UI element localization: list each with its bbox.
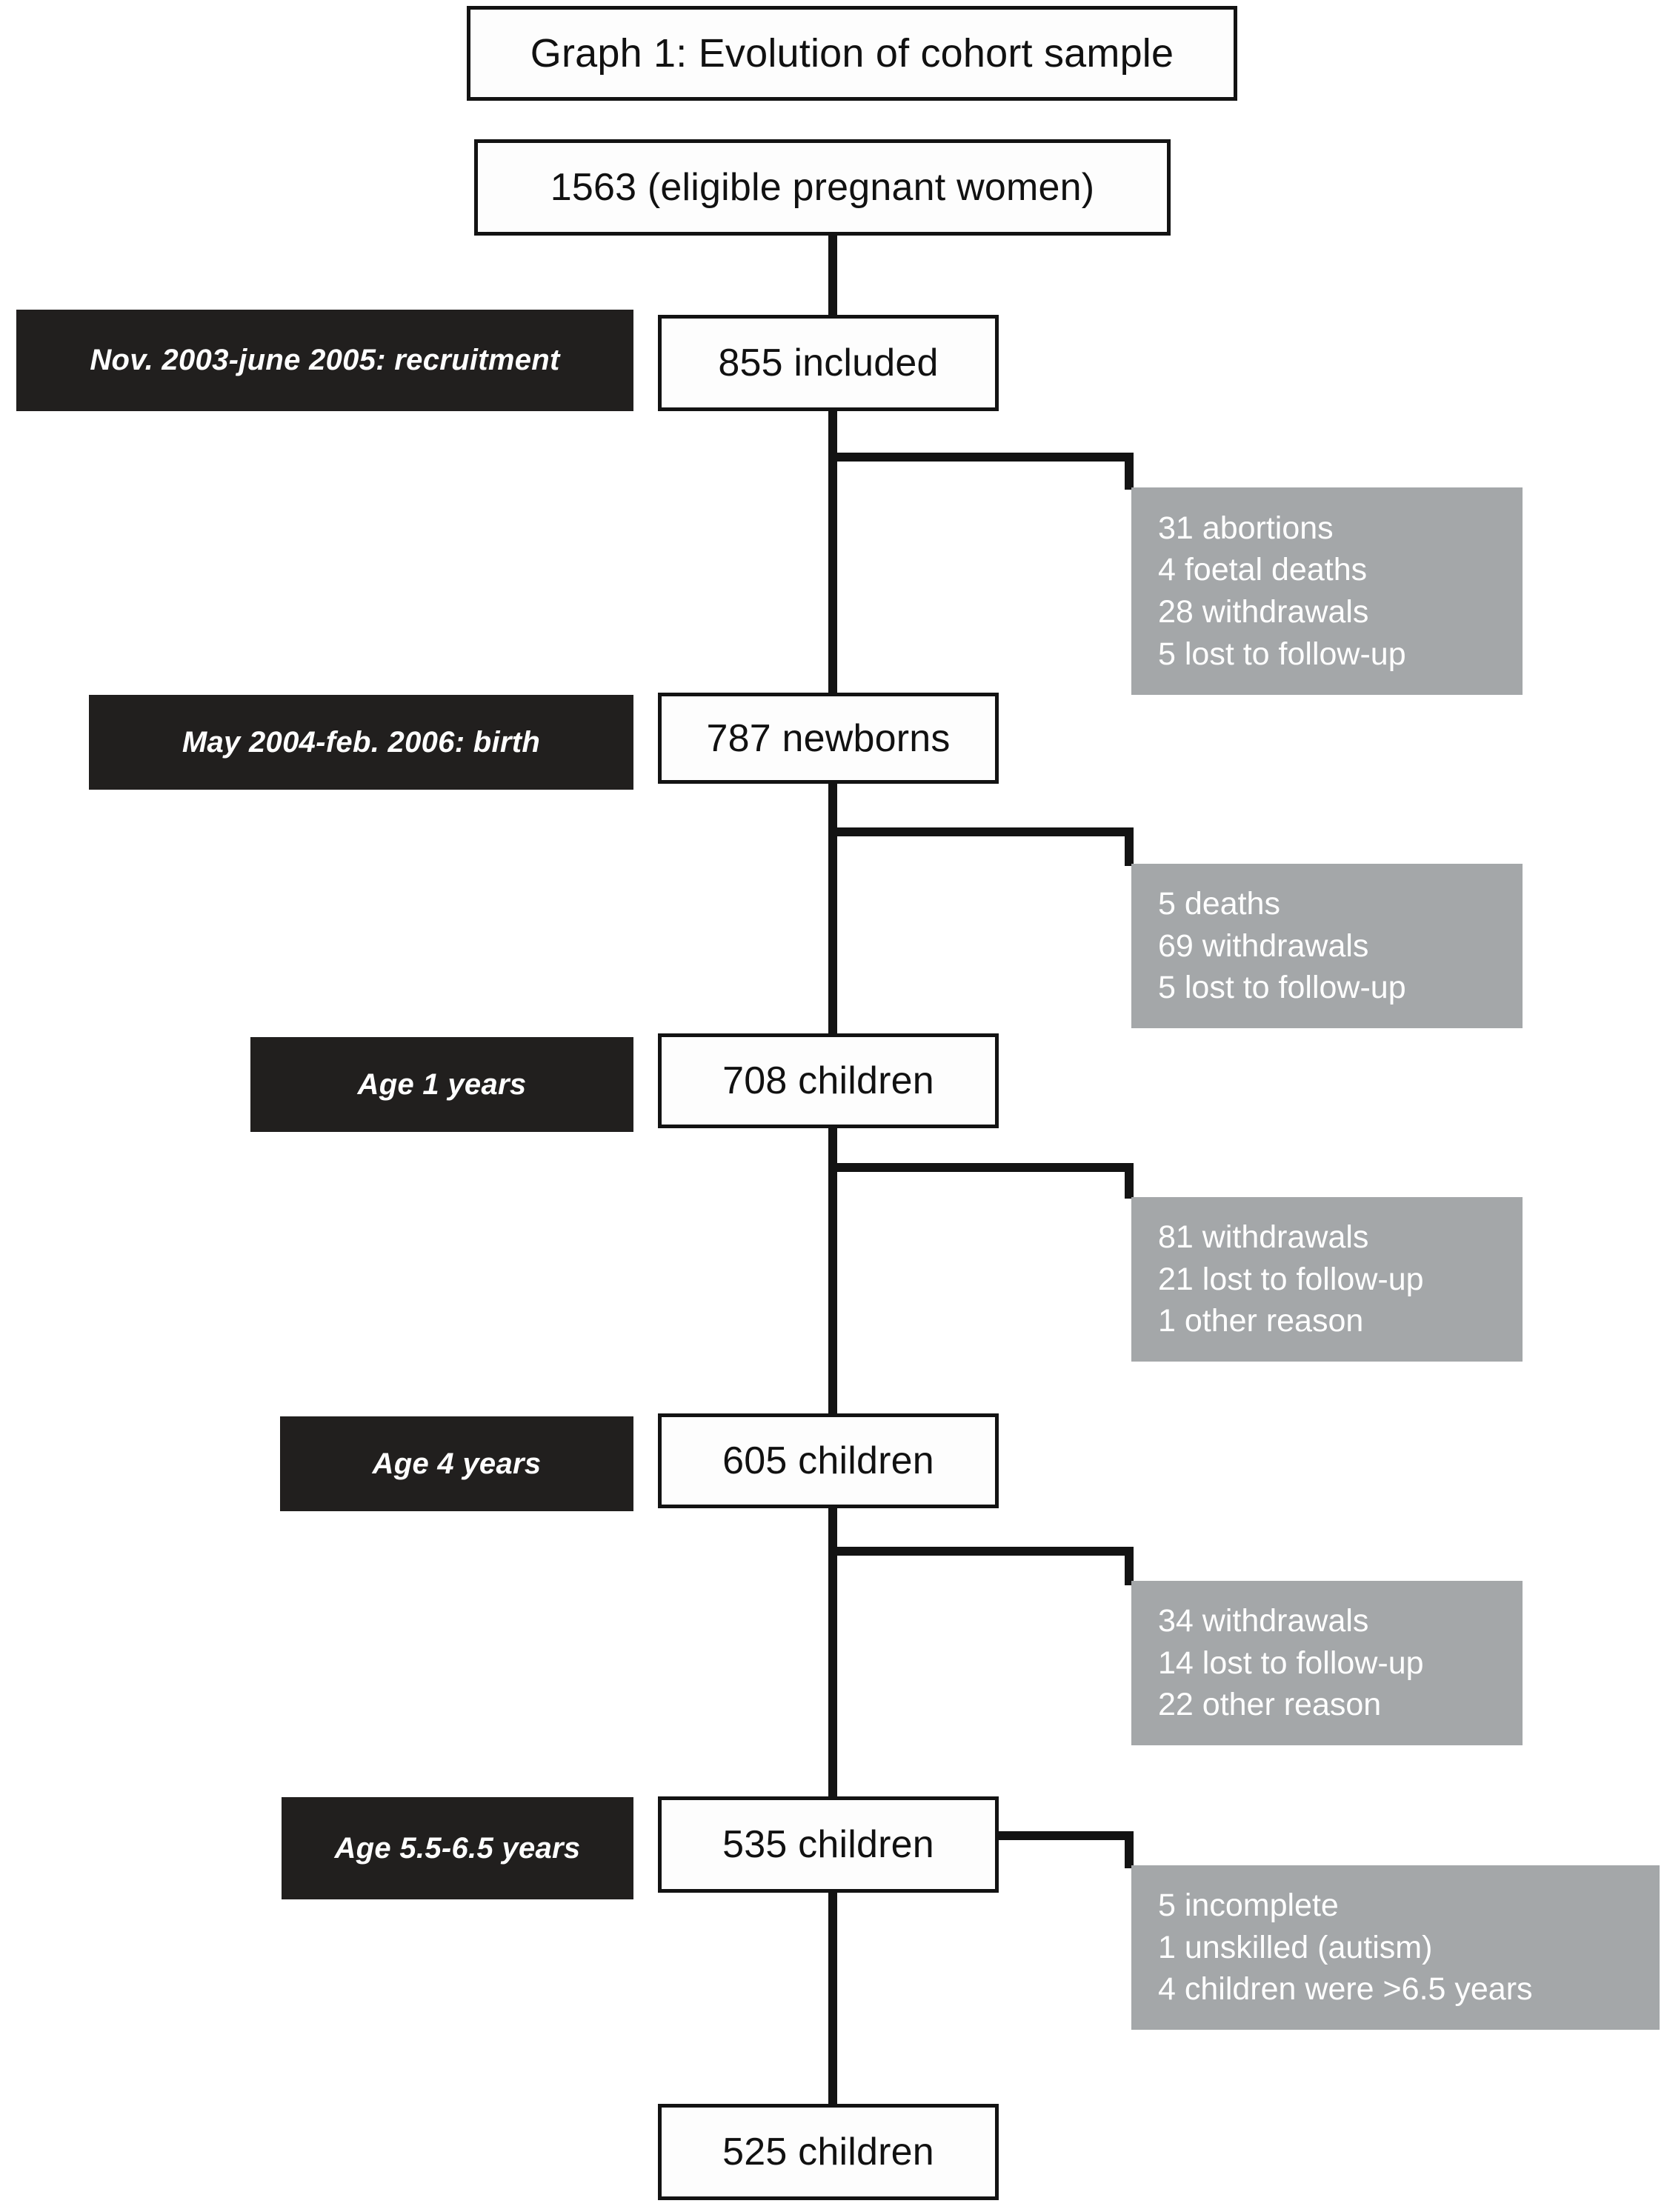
node-525-children-final: 525 children	[658, 2104, 999, 2200]
node-787-newborns-label: 787 newborns	[706, 716, 951, 760]
chart-title-text: Graph 1: Evolution of cohort sample	[530, 31, 1174, 76]
branch-line-after-age55	[996, 1831, 1134, 1840]
exclusion-line: 5 lost to follow-up	[1158, 970, 1406, 1006]
node-605-children: 605 children	[658, 1413, 999, 1508]
exclusion-line: 5 incomplete	[1158, 1887, 1339, 1923]
stage-label-recruitment-text: Nov. 2003-june 2005: recruitment	[90, 344, 560, 376]
stage-label-age-1-text: Age 1 years	[357, 1067, 527, 1101]
exclusion-line: 22 other reason	[1158, 1687, 1382, 1723]
node-708-children-label: 708 children	[722, 1059, 934, 1102]
exclusion-line: 5 deaths	[1158, 885, 1280, 922]
node-525-children-final-label: 525 children	[722, 2131, 934, 2173]
exclusion-line: 1 other reason	[1158, 1303, 1364, 1339]
node-eligible-label: 1563 (eligible pregnant women)	[550, 166, 1095, 209]
branch-drop-after-included	[1125, 453, 1134, 490]
stage-label-age-5-5-6-5-text: Age 5.5-6.5 years	[334, 1831, 581, 1865]
exclusion-box-after-age55: 5 incomplete 1 unskilled (autism) 4 chil…	[1131, 1865, 1660, 2030]
node-855-included: 855 included	[658, 315, 999, 411]
exclusion-line: 1 unskilled (autism)	[1158, 1929, 1433, 1965]
branch-drop-after-newborns	[1125, 827, 1134, 866]
exclusion-line: 4 children were >6.5 years	[1158, 1971, 1533, 2008]
exclusion-line: 4 foetal deaths	[1158, 552, 1368, 588]
node-708-children: 708 children	[658, 1033, 999, 1128]
stage-label-birth: May 2004-feb. 2006: birth	[89, 695, 633, 790]
branch-line-after-included	[828, 453, 1134, 462]
branch-drop-after-age4	[1125, 1547, 1134, 1585]
branch-line-after-age4	[828, 1547, 1134, 1556]
node-605-children-label: 605 children	[722, 1439, 934, 1482]
connector-included-to-newborns	[828, 411, 837, 700]
connector-newborns-to-age1	[828, 784, 837, 1039]
exclusion-line: 69 withdrawals	[1158, 927, 1369, 964]
exclusion-line: 81 withdrawals	[1158, 1219, 1369, 1255]
connector-age55-to-final	[828, 1893, 837, 2108]
connector-age4-to-age55	[828, 1498, 837, 1805]
node-855-included-label: 855 included	[718, 342, 939, 384]
exclusion-line: 34 withdrawals	[1158, 1602, 1369, 1639]
stage-label-age-5-5-6-5: Age 5.5-6.5 years	[282, 1797, 633, 1899]
node-eligible-pregnant-women: 1563 (eligible pregnant women)	[474, 139, 1171, 236]
chart-title-box: Graph 1: Evolution of cohort sample	[467, 6, 1237, 101]
stage-label-birth-text: May 2004-feb. 2006: birth	[182, 725, 541, 759]
branch-line-after-newborns	[828, 827, 1134, 836]
stage-label-recruitment: Nov. 2003-june 2005: recruitment	[16, 310, 633, 411]
exclusion-line: 28 withdrawals	[1158, 594, 1369, 630]
branch-line-after-age1	[828, 1163, 1134, 1172]
stage-label-age-4: Age 4 years	[280, 1416, 633, 1511]
branch-drop-after-age1	[1125, 1163, 1134, 1199]
exclusion-line: 21 lost to follow-up	[1158, 1261, 1424, 1297]
exclusion-line: 14 lost to follow-up	[1158, 1645, 1424, 1681]
exclusion-box-after-age1: 81 withdrawals 21 lost to follow-up 1 ot…	[1131, 1197, 1523, 1362]
connector-eligible-to-included	[828, 236, 837, 324]
connector-age1-to-age4	[828, 1125, 837, 1413]
node-787-newborns: 787 newborns	[658, 693, 999, 784]
exclusion-line: 31 abortions	[1158, 510, 1334, 546]
node-535-children-label: 535 children	[722, 1823, 934, 1866]
exclusion-box-after-included: 31 abortions 4 foetal deaths 28 withdraw…	[1131, 487, 1523, 695]
branch-drop-after-age55	[1125, 1831, 1134, 1868]
exclusion-box-after-newborns: 5 deaths 69 withdrawals 5 lost to follow…	[1131, 864, 1523, 1028]
stage-label-age-4-text: Age 4 years	[372, 1447, 542, 1480]
node-535-children: 535 children	[658, 1796, 999, 1893]
stage-label-age-1: Age 1 years	[250, 1037, 633, 1132]
exclusion-line: 5 lost to follow-up	[1158, 636, 1406, 672]
exclusion-box-after-age4: 34 withdrawals 14 lost to follow-up 22 o…	[1131, 1581, 1523, 1745]
